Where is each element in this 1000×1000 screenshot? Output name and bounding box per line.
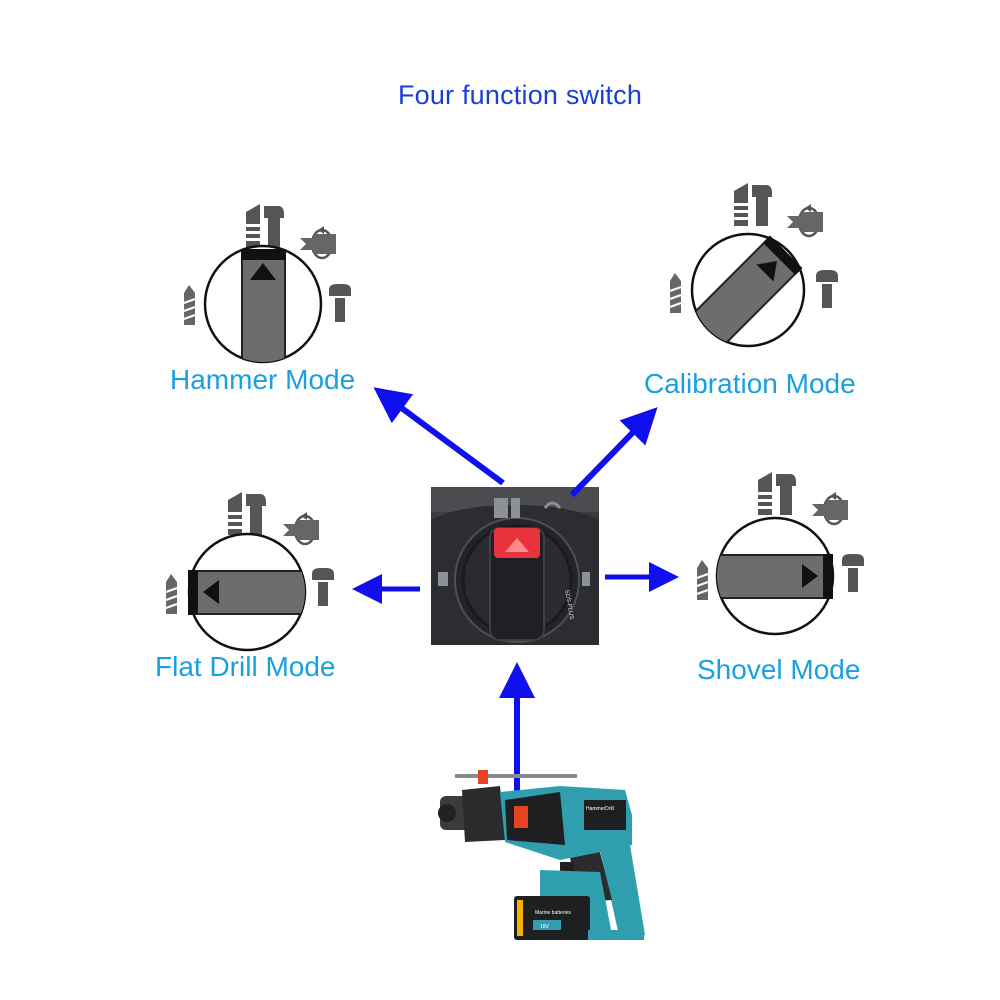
knob-pointer-icon <box>505 538 529 552</box>
calibration-mode-label: Calibration Mode <box>644 368 856 399</box>
arrow-to-hammer-mode <box>373 387 505 486</box>
drill-bit-icon <box>183 284 196 326</box>
knob-pointer-icon <box>756 261 777 282</box>
svg-text:SDS-PLUS: SDS-PLUS <box>563 589 574 620</box>
flat-drill-mode-label: Flat Drill Mode <box>155 651 336 682</box>
arrows <box>352 387 679 800</box>
drill-brand-plate: HammerDrill <box>586 806 614 812</box>
hammer-drill-icon <box>246 204 284 247</box>
calibration-mode-dial <box>669 183 838 348</box>
knob-pointer-icon <box>802 564 818 588</box>
shovel-mode-dial <box>696 472 864 636</box>
knob-pointer-icon <box>203 580 219 604</box>
knob-pointer-icon <box>250 263 276 280</box>
rotary-hammer-drill: HammerDrill Marine batteries 18V <box>438 770 645 940</box>
drill-bit-icon <box>165 573 178 615</box>
hammer-mode-label: Hammer Mode <box>170 364 356 395</box>
arrow-to-calibration-mode <box>569 407 658 498</box>
flat-drill-mode-dial <box>165 492 334 652</box>
screw-icon <box>312 568 334 606</box>
screw-icon <box>842 554 864 592</box>
drill-bit-icon <box>696 559 709 601</box>
battery-label-graphic: Marine batteries <box>535 910 571 916</box>
rotation-icon <box>298 224 338 260</box>
battery-voltage-graphic: 18V <box>540 924 550 930</box>
screw-icon <box>816 270 838 308</box>
drill-bit-icon <box>669 272 682 314</box>
diagram-title: Four function switch <box>397 80 643 110</box>
hammer-mode-dial <box>183 204 351 364</box>
battery-pack <box>514 896 590 940</box>
hammer-drill-icon <box>758 472 796 515</box>
hammer-drill-icon <box>228 492 266 535</box>
rotation-icon <box>810 490 850 526</box>
hammer-drill-icon <box>734 183 772 226</box>
rotation-icon <box>281 510 321 546</box>
rotation-icon <box>785 202 825 238</box>
shovel-mode-label: Shovel Mode <box>697 654 861 685</box>
screw-icon <box>329 284 351 322</box>
mode-switch-photo: SDS-PLUS <box>431 487 599 645</box>
